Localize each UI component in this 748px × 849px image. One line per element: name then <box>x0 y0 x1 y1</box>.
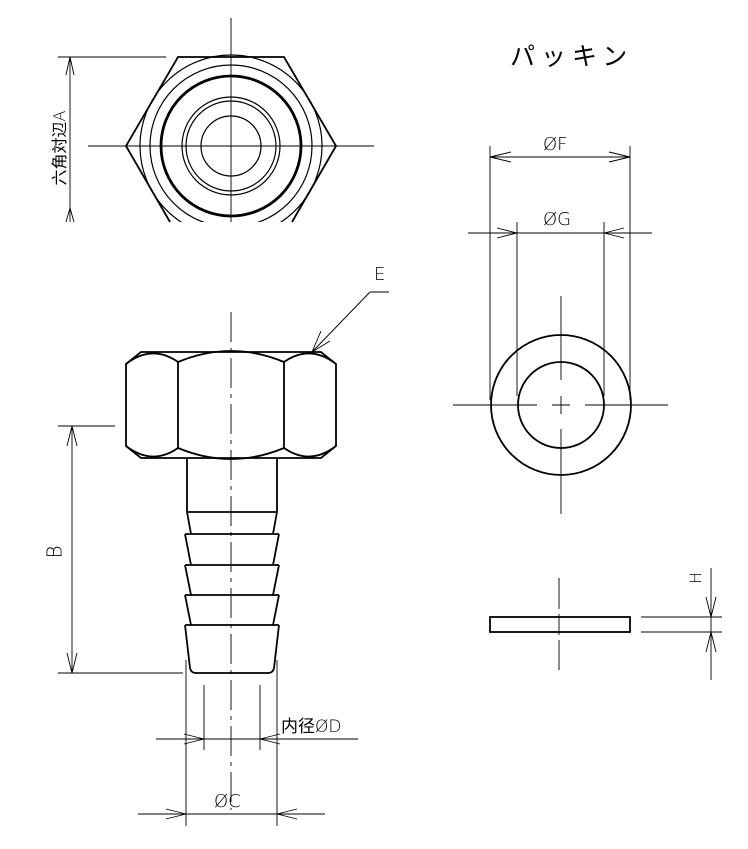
packing-top-view <box>453 146 668 514</box>
packing-inner-G-label: ØG <box>543 209 572 230</box>
outer-diameter-C-label: ØC <box>214 791 241 812</box>
hex-top-view <box>58 18 374 223</box>
chamfer-E-label: E <box>374 264 386 285</box>
packing-outer-F-label: ØF <box>543 134 568 155</box>
hex-across-flats-label: 六角対辺A <box>50 110 69 186</box>
packing-thickness-H-label: H <box>686 571 706 585</box>
packing-title: パッキン <box>510 42 634 71</box>
inner-diameter-D-label: 内径ØD <box>281 717 342 737</box>
packing-side-view <box>489 568 722 680</box>
length-B-label: B <box>42 545 67 559</box>
fitting-side-view <box>58 291 389 826</box>
